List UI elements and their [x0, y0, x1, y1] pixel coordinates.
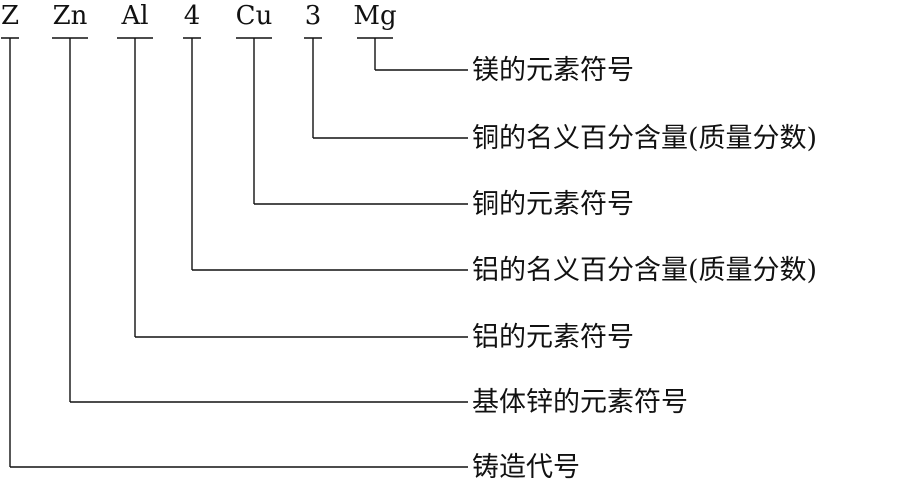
connector-lines — [1, 37, 468, 468]
code-0: Z — [1, 1, 19, 31]
label-0: 铸造代号 — [472, 452, 580, 483]
code-row: Z Zn Al 4 Cu 3 Mg — [1, 1, 397, 31]
code-5: 3 — [305, 1, 322, 31]
code-3: 4 — [184, 1, 201, 31]
label-3: 铝的名义百分含量(质量分数) — [472, 255, 817, 286]
code-1: Zn — [53, 1, 88, 31]
label-4: 铜的元素符号 — [472, 189, 634, 220]
code-2: Al — [120, 1, 148, 31]
label-6: 镁的元素符号 — [472, 55, 634, 86]
label-1: 基体锌的元素符号 — [472, 387, 688, 418]
code-6: Mg — [353, 1, 396, 31]
label-2: 铝的元素符号 — [472, 322, 634, 353]
label-5: 铜的名义百分含量(质量分数) — [472, 123, 817, 154]
code-4: Cu — [236, 1, 273, 31]
